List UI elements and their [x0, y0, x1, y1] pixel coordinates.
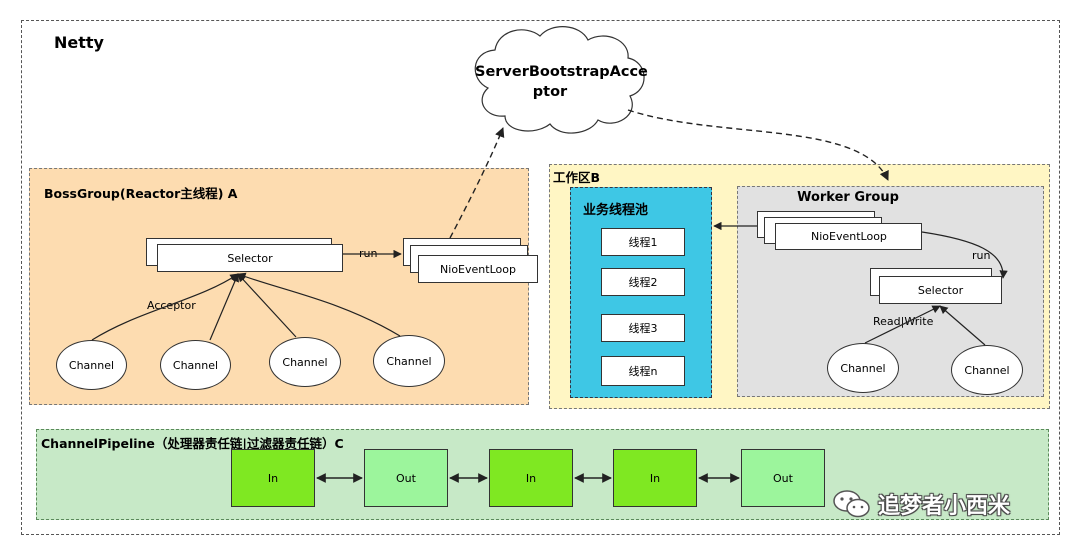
- work-region-title: 工作区B: [553, 170, 601, 185]
- boss-group-title: BossGroup(Reactor主线程) A: [44, 186, 238, 201]
- server-bootstrap-acceptor: ServerBootstrapAcce ptor: [475, 62, 648, 102]
- worker-selector: Selector: [879, 276, 1002, 304]
- boss-channel-3-label: Channel: [282, 355, 328, 369]
- worker-eventloop: NioEventLoop: [775, 223, 922, 250]
- pipeline-handler-2-label: Out: [396, 471, 416, 485]
- thread-1: 线程1: [601, 228, 685, 256]
- boss-run-label: run: [357, 247, 380, 260]
- pipeline-handler-5-label: Out: [773, 471, 793, 485]
- pipeline-handler-in-1: In: [231, 449, 315, 507]
- pipeline-handler-out-1: Out: [364, 449, 448, 507]
- thread-3-label: 线程3: [628, 322, 658, 335]
- thread-2: 线程2: [601, 268, 685, 296]
- boss-selector-label: Selector: [227, 251, 273, 265]
- wechat-icon: [833, 490, 870, 518]
- boss-channel-2: Channel: [160, 340, 231, 390]
- pipeline-handler-4-label: In: [649, 471, 661, 485]
- boss-eventloop-label: NioEventLoop: [440, 262, 516, 276]
- pipeline-handler-in-3: In: [613, 449, 697, 507]
- worker-run-label: run: [970, 249, 993, 262]
- pipeline-handler-1-label: In: [267, 471, 279, 485]
- worker-channel-1: Channel: [827, 343, 899, 393]
- pipeline-handler-3-label: In: [525, 471, 537, 485]
- thread-3: 线程3: [601, 314, 685, 342]
- thread-2-label: 线程2: [628, 276, 658, 289]
- worker-selector-label: Selector: [917, 283, 964, 297]
- acceptor-label: Acceptor: [145, 299, 198, 312]
- worker-channel-1-label: Channel: [840, 361, 886, 375]
- boss-channel-2-label: Channel: [172, 358, 219, 372]
- boss-eventloop: NioEventLoop: [418, 255, 538, 283]
- watermark-text: 追梦者小西米: [878, 494, 1011, 519]
- worker-channel-2-label: Channel: [964, 363, 1010, 377]
- cloud-line-2: ptor: [532, 84, 568, 100]
- worker-channel-2: Channel: [951, 345, 1023, 395]
- thread-n: 线程n: [601, 356, 685, 386]
- thread-1-label: 线程1: [628, 236, 658, 249]
- watermark: 追梦者小西米: [832, 488, 1010, 520]
- thread-n-label: 线程n: [628, 365, 658, 378]
- worker-eventloop-label: NioEventLoop: [811, 230, 887, 243]
- netty-title: Netty: [54, 33, 104, 52]
- boss-channel-4-label: Channel: [386, 354, 432, 368]
- boss-selector: Selector: [157, 244, 343, 272]
- boss-channel-3: Channel: [269, 337, 341, 387]
- pipeline-handler-in-2: In: [489, 449, 573, 507]
- read-write-label: Read|Write: [871, 315, 936, 328]
- thread-pool-title: 业务线程池: [583, 203, 649, 218]
- pipeline-handler-out-2: Out: [741, 449, 825, 507]
- boss-channel-4: Channel: [373, 335, 445, 387]
- channel-pipeline-title: ChannelPipeline（处理器责任链|过滤器责任链）C: [41, 436, 344, 451]
- netty-frame: [21, 20, 1060, 535]
- boss-channel-1: Channel: [56, 340, 127, 390]
- worker-group-title: Worker Group: [797, 190, 899, 205]
- boss-channel-1-label: Channel: [68, 358, 115, 372]
- cloud-line-1: ServerBootstrapAcce: [475, 64, 648, 80]
